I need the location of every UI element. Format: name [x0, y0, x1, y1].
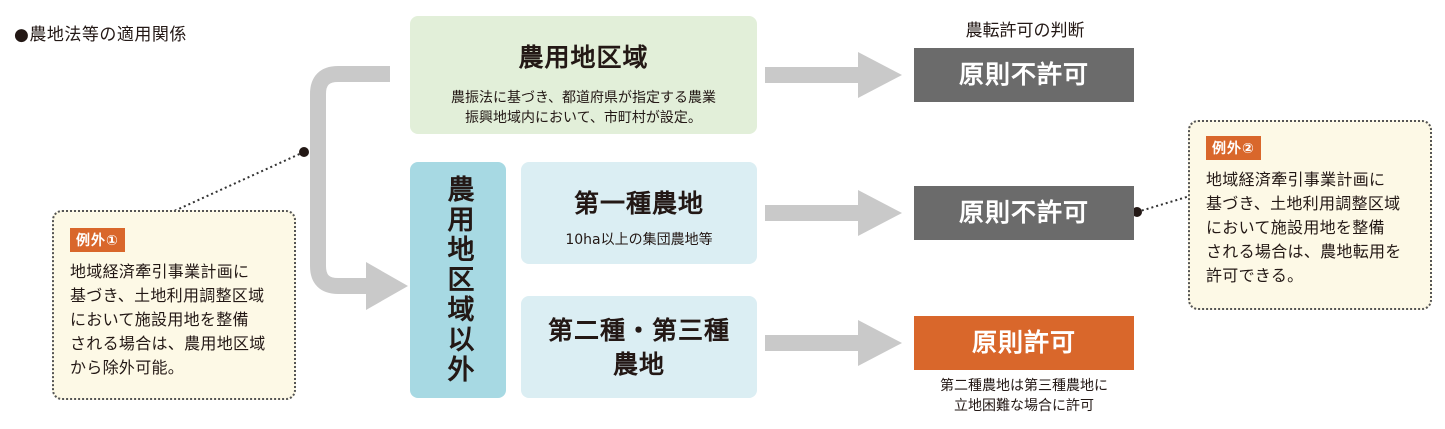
exception2-line: 基づき、土地利用調整区域	[1206, 194, 1401, 213]
exception2-body: 地域経済牽引事業計画に 基づき、土地利用調整区域 において施設用地を整備 される…	[1206, 168, 1418, 288]
exception2-note: 例外② 地域経済牽引事業計画に 基づき、土地利用調整区域 において施設用地を整備…	[1188, 120, 1432, 310]
class1-desc: 10ha以上の集団農地等	[565, 232, 713, 248]
class23-farmland-box: 第二種・第三種 農地	[521, 296, 757, 398]
exception2-line: において施設用地を整備	[1206, 218, 1385, 237]
exception1-line: される場合は、農用地区域	[70, 334, 266, 353]
exception1-leader	[171, 151, 305, 213]
verdict-class1: 原則不許可	[914, 186, 1134, 240]
arrow-class1-to-verdict	[765, 190, 902, 236]
exception1-line: 地域経済牽引事業計画に	[70, 262, 250, 281]
outside-zone-label: 農用地区域以外	[442, 175, 474, 385]
class23-condition-note: 第二種農地は第三種農地に 立地困難な場合に許可	[900, 376, 1148, 416]
branch-arrow	[310, 66, 390, 294]
exception1-line: において施設用地を整備	[70, 310, 249, 329]
class23-title-1: 第二種・第三種	[547, 316, 730, 345]
exception1-line: 基づき、土地利用調整区域	[70, 286, 265, 305]
agricultural-zone-desc-2: 振興地域内において、市町村が設定。	[465, 110, 702, 126]
class1-farmland-box: 第一種農地 10ha以上の集団農地等	[521, 162, 757, 264]
exception1-line: から除外可能。	[70, 358, 185, 377]
branch-arrow-head	[366, 262, 408, 310]
exception2-dot	[1132, 207, 1142, 217]
verdict-zone: 原則不許可	[914, 48, 1134, 102]
agricultural-zone-desc-1: 農振法に基づき、都道府県が指定する農業	[450, 90, 717, 106]
diagram-heading: ●農地法等の適用関係	[14, 25, 187, 45]
exception1-tag: 例外①	[70, 228, 125, 252]
class23-note-line1: 第二種農地は第三種農地に	[940, 378, 1108, 394]
exception1-note: 例外① 地域経済牽引事業計画に 基づき、土地利用調整区域 において施設用地を整備…	[52, 210, 296, 400]
agricultural-zone-box: 農用地区域 農振法に基づき、都道府県が指定する農業 振興地域内において、市町村が…	[410, 16, 757, 134]
class23-title-2: 農地	[612, 350, 665, 379]
judgment-header: 農転許可の判断	[965, 21, 1085, 41]
arrow-class23-to-verdict	[765, 320, 902, 366]
class1-title: 第一種農地	[573, 189, 704, 218]
exception2-line: 地域経済牽引事業計画に	[1206, 170, 1386, 189]
agricultural-zone-title: 農用地区域	[518, 43, 649, 72]
exception1-dot	[299, 147, 309, 157]
exception2-leader	[1136, 195, 1191, 213]
class23-note-line2: 立地困難な場合に許可	[954, 398, 1094, 414]
arrow-zone-to-verdict	[765, 52, 902, 98]
exception1-body: 地域経済牽引事業計画に 基づき、土地利用調整区域 において施設用地を整備 される…	[70, 260, 280, 380]
exception2-line: 許可できる。	[1206, 266, 1304, 285]
exception2-line: される場合は、農地転用を	[1206, 242, 1402, 261]
exception2-tag: 例外②	[1206, 136, 1261, 160]
outside-zone-box: 農用地区域以外	[410, 162, 506, 398]
verdict-class23: 原則許可	[914, 316, 1134, 370]
